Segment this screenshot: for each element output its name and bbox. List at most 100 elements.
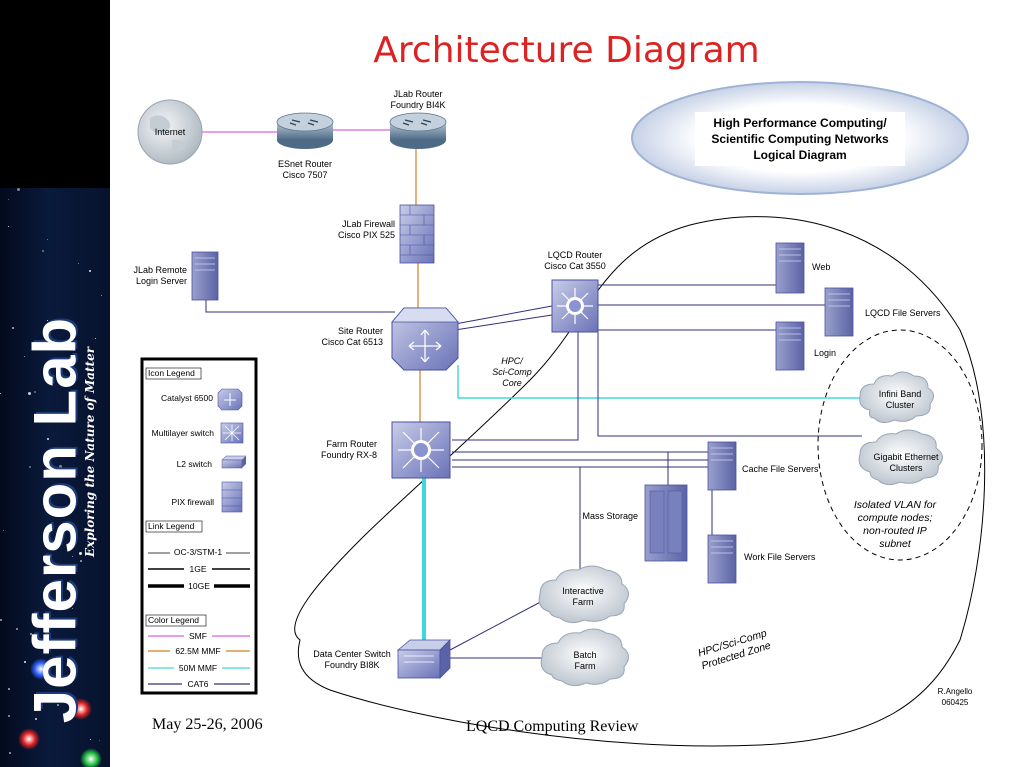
legend-pix-label: PIX firewall [171, 497, 214, 507]
infiniband-label-2: Cluster [886, 400, 915, 410]
legend-catalyst-label: Catalyst 6500 [161, 393, 213, 403]
legend-l2-label: L2 switch [177, 459, 213, 469]
farm-router: Farm Router Foundry RX-8 [321, 421, 451, 479]
mass-storage: Mass Storage [582, 484, 688, 562]
cloud-icon [540, 628, 629, 687]
star-dot [16, 628, 18, 630]
star-dot [78, 263, 79, 264]
batch-farm: Batch Farm [540, 628, 629, 687]
gige-label-2: Clusters [889, 463, 923, 473]
star-dot [99, 740, 100, 741]
farm-router-label-2: Foundry RX-8 [321, 450, 377, 460]
internet-node: Internet [137, 99, 203, 165]
color-mmf50-label: 50M MMF [179, 663, 217, 673]
icon-legend-title: Icon Legend [148, 368, 195, 378]
gige-label-1: Gigabit Ethernet [873, 452, 939, 462]
star-dot [57, 704, 59, 706]
protected-zone-annotation: HPC/Sci-Comp Protected Zone [697, 627, 773, 672]
infiniband-label-1: Infini Band [879, 389, 922, 399]
glow-dot [70, 698, 92, 720]
lqcd-file-servers: LQCD File Servers [824, 287, 941, 337]
work-servers-label: Work File Servers [744, 552, 816, 562]
catalyst-legend-icon [217, 388, 243, 411]
cache-servers-label: Cache File Servers [742, 464, 819, 474]
catalyst-arrows-icon [408, 329, 442, 363]
link-10ge-label: 10GE [188, 581, 210, 591]
star-dot [79, 552, 82, 555]
router-arrows-icon [402, 119, 432, 126]
gige-clusters: Gigabit Ethernet Clusters [858, 429, 943, 486]
star-dot [90, 739, 91, 740]
farm-router-label-1: Farm Router [326, 439, 377, 449]
network-links [200, 129, 862, 659]
cloud-icon [858, 429, 943, 486]
footer-event: LQCD Computing Review [466, 718, 639, 735]
site-router-label-2: Cisco Cat 6513 [321, 337, 383, 347]
core-annotation: HPC/ Sci-Comp Core [492, 356, 532, 388]
cache-file-servers: Cache File Servers [707, 441, 819, 491]
web-server: Web [775, 242, 830, 294]
link-site-lqcd-2 [454, 314, 553, 331]
jlab-router: JLab Router Foundry BI4K [389, 89, 447, 149]
remote-login-server: JLab Remote Login Server [133, 251, 219, 301]
star-dot [62, 455, 64, 457]
star-dot [52, 321, 54, 323]
star-dot [49, 322, 50, 323]
author-date: 060425 [942, 698, 969, 707]
star-dot [8, 199, 9, 200]
color-legend-title: Color Legend [148, 615, 199, 625]
interactive-farm-label-2: Farm [573, 597, 594, 607]
jlab-router-label-1: JLab Router [393, 89, 442, 99]
star-dot [95, 338, 96, 339]
site-router: Site Router Cisco Cat 6513 [321, 307, 459, 371]
star-dot [8, 226, 9, 227]
lqcd-file-servers-label: LQCD File Servers [865, 308, 941, 318]
star-dot [46, 470, 49, 473]
batch-farm-label-1: Batch [573, 650, 596, 660]
header-line-2: Scientific Computing Networks [711, 132, 889, 146]
link-remote-site [205, 300, 395, 313]
color-cat6-label: CAT6 [187, 679, 208, 689]
lqcd-router-label-1: LQCD Router [548, 250, 603, 260]
star-dot [47, 320, 48, 321]
star-dot [34, 391, 36, 393]
glow-dot [18, 728, 40, 750]
link-lqcd-gige [597, 330, 862, 437]
web-label: Web [812, 262, 830, 272]
star-dot [24, 356, 25, 357]
star-dot [28, 392, 31, 395]
author-name: R.Angello [938, 687, 973, 696]
core-label-3: Core [502, 378, 522, 388]
star-dot [89, 270, 91, 272]
vlan-label-2: compute nodes; [858, 512, 933, 524]
login-label: Login [814, 348, 836, 358]
star-dot [8, 715, 10, 717]
glow-dot [30, 658, 52, 680]
core-label-2: Sci-Comp [492, 367, 532, 377]
sidebar-branding: Jefferson Lab Exploring the Nature of Ma… [0, 0, 110, 767]
vlan-label-4: subnet [879, 538, 912, 550]
star-dot [30, 633, 32, 635]
cloud-icon [859, 371, 934, 424]
esnet-router: ESnet Router Cisco 7507 [276, 112, 334, 180]
slide-title: Architecture Diagram [373, 30, 760, 71]
star-dot [17, 188, 20, 191]
globe-continents [150, 115, 186, 152]
lqcd-router-label-2: Cisco Cat 3550 [544, 261, 606, 271]
star-dot [72, 556, 73, 557]
vlan-label-1: Isolated VLAN for [854, 499, 937, 511]
work-file-servers: Work File Servers [707, 534, 816, 584]
site-router-label-1: Site Router [338, 326, 383, 336]
star-dot [71, 348, 73, 350]
header-line-1: High Performance Computing/ [713, 116, 887, 130]
login-server: Login [775, 321, 836, 371]
star-dot [80, 560, 82, 562]
batch-farm-label-2: Farm [575, 661, 596, 671]
star-dot [72, 608, 73, 609]
lqcd-router: LQCD Router Cisco Cat 3550 [544, 250, 606, 333]
legend-multilayer-label: Multilayer switch [152, 428, 215, 438]
star-dot [8, 688, 10, 690]
link-legend-title: Link Legend [148, 521, 195, 531]
isolated-vlan-annotation: Isolated VLAN for compute nodes; non-rou… [854, 499, 937, 550]
